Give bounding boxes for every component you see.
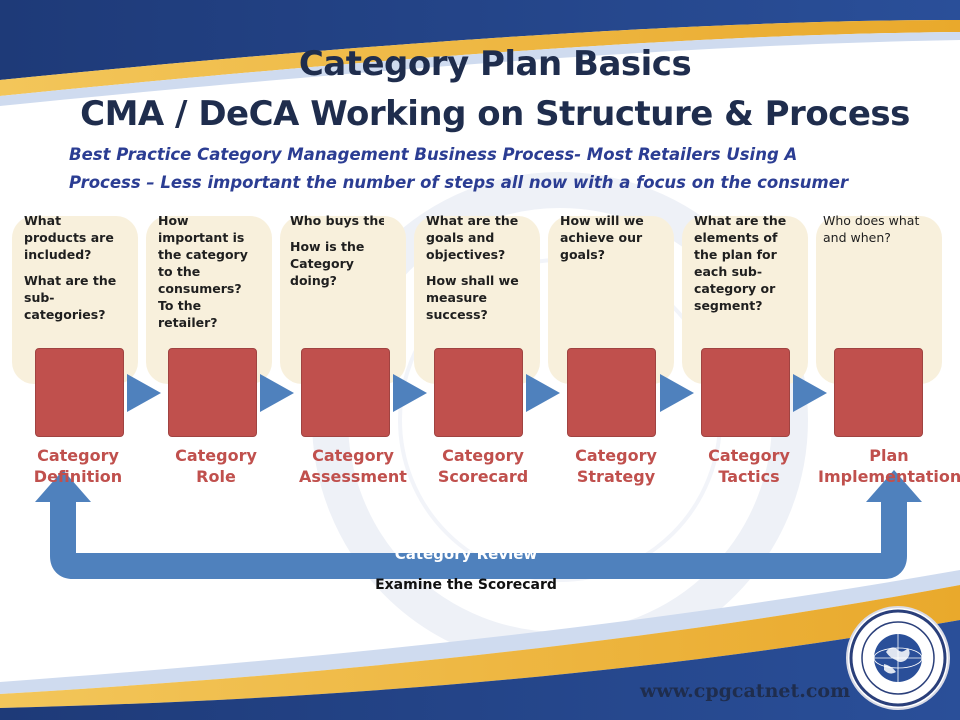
- question-text: How important is the category to the con…: [158, 213, 248, 330]
- step-label-category-role: Category Role: [175, 446, 257, 486]
- question-text: How will we achieve our goals?: [560, 213, 644, 262]
- flow-arrow-icon: [127, 374, 161, 412]
- question-text: What are the sub-categories?: [24, 273, 117, 322]
- step-box-category-tactics: [701, 348, 790, 437]
- left-up-arrowhead: [35, 470, 91, 502]
- flow-arrow-icon: [526, 374, 560, 412]
- right-up-arrowhead: [866, 470, 922, 502]
- step-box-category-strategy: [567, 348, 656, 437]
- flow-arrow-icon: [393, 374, 427, 412]
- page-title: Category Plan Basics: [298, 44, 692, 84]
- association-seal-logo: [848, 608, 948, 708]
- questions-category-tactics: What are the elements of the plan for ea…: [694, 212, 794, 323]
- description-line-1: Best Practice Category Management Busine…: [69, 145, 798, 164]
- questions-plan-implementation: Who does what and when?: [823, 212, 923, 255]
- category-review-label: Category Review: [394, 545, 538, 563]
- category-review-loop: [35, 470, 922, 579]
- bottom-navy-swoosh: [0, 620, 960, 720]
- page-subtitle-heading: CMA / DeCA Working on Structure & Proces…: [80, 94, 910, 134]
- step-label-category-tactics: Category Tactics: [708, 446, 790, 486]
- flow-arrow-icon: [793, 374, 827, 412]
- question-text: How shall we measure success?: [426, 273, 519, 322]
- step-box-category-assessment: [301, 348, 390, 437]
- question-text: Who does what and when?: [823, 213, 920, 245]
- step-box-category-scorecard: [434, 348, 523, 437]
- question-text: How is the Category doing?: [290, 239, 365, 288]
- step-label-category-strategy: Category Strategy: [575, 446, 657, 486]
- step-label-category-scorecard: Category Scorecard: [437, 446, 529, 486]
- examine-scorecard-caption: Examine the Scorecard: [375, 577, 557, 593]
- description-line-2: Process – Less important the number of s…: [69, 173, 849, 192]
- step-box-category-role: [168, 348, 257, 437]
- top-lightblue-swoosh: [0, 32, 960, 106]
- bottom-lightblue-swoosh: [0, 570, 960, 694]
- bottom-gold-swoosh: [0, 585, 960, 708]
- flow-arrow-icon: [260, 374, 294, 412]
- questions-category-strategy: How will we achieve our goals?: [560, 212, 660, 272]
- website-link[interactable]: www.cpgcatnet.com: [640, 680, 851, 702]
- questions-category-role: How important is the category to the con…: [158, 212, 258, 340]
- step-label-category-assessment: Category Assessment: [299, 446, 407, 486]
- questions-category-definition: What products are included? What are the…: [24, 212, 124, 332]
- top-navy-swoosh: [0, 0, 960, 80]
- step-label-plan-implementation: Plan Implementation: [818, 446, 960, 486]
- step-label-category-definition: Category Definition: [33, 446, 123, 486]
- question-text: Who buys the category?: [290, 213, 384, 228]
- flow-arrow-icon: [660, 374, 694, 412]
- question-text: What products are included?: [24, 213, 114, 262]
- question-text: What are the elements of the plan for ea…: [694, 213, 787, 313]
- top-gold-swoosh: [0, 20, 960, 96]
- step-box-category-definition: [35, 348, 124, 437]
- question-text: What are the goals and objectives?: [426, 213, 519, 262]
- questions-category-assessment: Who buys the category? How is the Catego…: [290, 212, 384, 298]
- step-box-plan-implementation: [834, 348, 923, 437]
- questions-category-scorecard: What are the goals and objectives? How s…: [426, 212, 526, 332]
